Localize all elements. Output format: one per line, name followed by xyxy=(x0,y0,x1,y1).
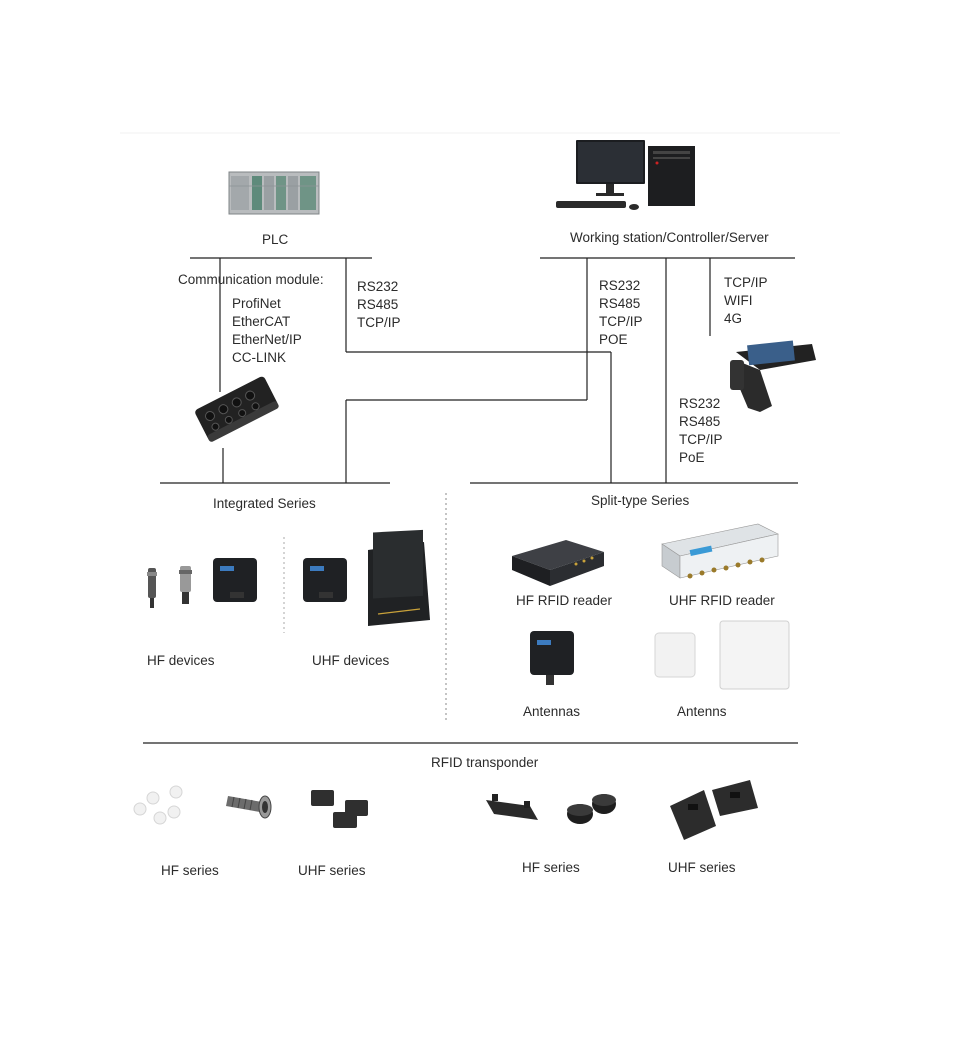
hf-reader-block-icon xyxy=(213,558,257,602)
handheld-wireless-item: 4G xyxy=(724,311,743,326)
plc-serial-item: RS232 xyxy=(357,279,399,294)
hf-antenna-icon xyxy=(530,631,574,685)
hf-round-tags-icon xyxy=(567,794,616,824)
split-series-title: Split-type Series xyxy=(591,493,690,508)
plc-serial-item: TCP/IP xyxy=(357,315,401,330)
hf-rfid-reader-icon xyxy=(512,540,604,586)
hf-devices-label: HF devices xyxy=(147,653,215,668)
comm-protocol-item: CC-LINK xyxy=(232,350,287,365)
station-serial-item: POE xyxy=(599,332,628,347)
handheld-serial-item: TCP/IP xyxy=(679,432,723,447)
transponder-label: UHF series xyxy=(668,860,736,875)
hf-antenna-label: Antennas xyxy=(523,704,581,719)
plc-serial-list: RS232 RS485 TCP/IP xyxy=(357,278,401,332)
workstation-icon xyxy=(556,140,695,210)
hf-rfid-reader-label: HF RFID reader xyxy=(516,593,613,608)
comm-module-title: Communication module: xyxy=(178,272,324,287)
station-serial-list: RS232 RS485 TCP/IP POE xyxy=(599,277,643,349)
station-serial-item: TCP/IP xyxy=(599,314,643,329)
transponder-label: UHF series xyxy=(298,863,366,878)
handheld-serial-item: RS485 xyxy=(679,414,721,429)
uhf-mount-tags-icon xyxy=(670,780,758,840)
uhf-devices-label: UHF devices xyxy=(312,653,390,668)
transponder-label: HF series xyxy=(161,863,219,878)
uhf-antenna-large-icon xyxy=(719,620,790,690)
handheld-wireless-item: TCP/IP xyxy=(724,275,768,290)
uhf-panel-antenna-icon xyxy=(368,529,430,626)
station-serial-item: RS232 xyxy=(599,278,641,293)
comm-protocol-item: EtherCAT xyxy=(232,314,291,329)
transponder-label: HF series xyxy=(522,860,580,875)
uhf-reader-block-icon xyxy=(303,558,347,602)
comm-protocol-item: EtherNet/IP xyxy=(232,332,302,347)
uhf-small-tags-icon xyxy=(311,790,368,828)
integrated-series-title: Integrated Series xyxy=(213,496,316,511)
transponder-title: RFID transponder xyxy=(431,755,539,770)
handheld-serial-item: RS232 xyxy=(679,396,721,411)
plc-serial-item: RS485 xyxy=(357,297,399,312)
plc-icon xyxy=(228,171,320,215)
uhf-antenna-label: Antenns xyxy=(677,704,727,719)
station-serial-item: RS485 xyxy=(599,296,641,311)
io-module-icon xyxy=(195,376,279,442)
uhf-rfid-reader-label: UHF RFID reader xyxy=(669,593,775,608)
plc-label: PLC xyxy=(262,232,289,247)
handheld-terminal-icon xyxy=(730,340,816,412)
handheld-serial-item: PoE xyxy=(679,450,705,465)
comm-protocol-item: ProfiNet xyxy=(232,296,281,311)
hf-sensor-icon-1 xyxy=(147,568,157,608)
workstation-label: Working station/Controller/Server xyxy=(570,230,769,245)
uhf-rfid-reader-icon xyxy=(661,523,779,579)
handheld-wireless-item: WIFI xyxy=(724,293,753,308)
uhf-antenna-small-icon xyxy=(654,632,696,678)
hf-bolt-tag-icon xyxy=(226,795,272,819)
comm-protocol-list: ProfiNet EtherCAT EtherNet/IP CC-LINK xyxy=(232,295,302,367)
hf-bar-tag-icon xyxy=(486,794,538,820)
handheld-serial-list: RS232 RS485 TCP/IP PoE xyxy=(679,395,723,467)
hf-sensor-icon-2 xyxy=(179,566,192,604)
handheld-wireless-list: TCP/IP WIFI 4G xyxy=(724,274,768,328)
hf-disc-tags-icon xyxy=(133,785,183,825)
